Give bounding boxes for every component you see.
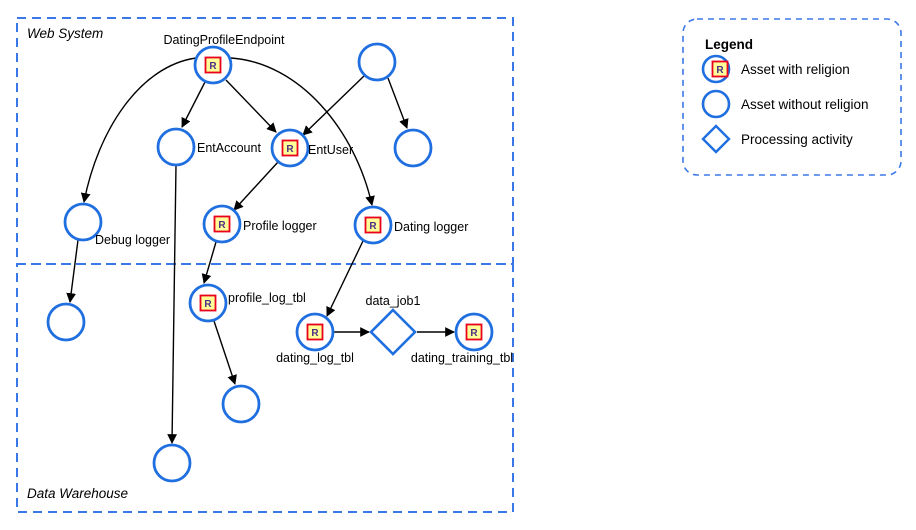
node-label-dating_training_tbl: dating_training_tbl bbox=[411, 351, 513, 365]
legend-item-asset_without_religion: Asset without religion bbox=[701, 89, 869, 119]
circle-icon bbox=[357, 42, 397, 82]
religion-badge-letter: R bbox=[218, 220, 226, 231]
node-label-debug_logger: Debug logger bbox=[95, 233, 170, 247]
diamond-icon bbox=[701, 124, 731, 154]
node-debug_logger[interactable]: Debug logger bbox=[63, 202, 170, 247]
group-data_warehouse: Data Warehouse bbox=[16, 263, 514, 513]
religion-badge-icon bbox=[711, 60, 729, 78]
edge-ent_user-to-profile_logger bbox=[233, 161, 279, 211]
religion-badge-icon bbox=[465, 323, 483, 341]
religion-badge-icon bbox=[306, 323, 324, 341]
edge-dating_profile_endpoint-to-ent_account bbox=[181, 81, 206, 128]
religion-badge-letter: R bbox=[470, 328, 478, 339]
diamond-icon bbox=[369, 308, 417, 356]
node-anon_top_right[interactable] bbox=[357, 42, 397, 82]
node-data_job1[interactable]: data_job1 bbox=[366, 294, 421, 356]
edge-profile_log_tbl-to-anon_dw_mid bbox=[213, 320, 237, 385]
religion-badge-icon bbox=[364, 216, 382, 234]
node-label-dating_profile_endpoint: DatingProfileEndpoint bbox=[164, 33, 285, 47]
group-label-web_system: Web System bbox=[27, 26, 103, 41]
node-ent_account[interactable]: EntAccount bbox=[156, 127, 261, 167]
node-label-profile_log_tbl: profile_log_tbl bbox=[228, 291, 306, 305]
legend-label-asset_with_religion: Asset with religion bbox=[741, 62, 850, 77]
edge-dating_profile_endpoint-to-dating_logger bbox=[230, 57, 375, 206]
circle-icon bbox=[393, 128, 433, 168]
edge-dating_profile_endpoint-to-debug_logger bbox=[80, 57, 197, 203]
religion-badge-letter: R bbox=[311, 328, 319, 339]
node-label-data_job1: data_job1 bbox=[366, 294, 421, 308]
node-label-ent_user: EntUser bbox=[308, 143, 353, 157]
legend-item-processing_activity: Processing activity bbox=[701, 124, 853, 154]
circle-icon bbox=[701, 89, 731, 119]
edge-profile_logger-to-profile_log_tbl bbox=[201, 241, 217, 284]
religion-badge-icon bbox=[281, 139, 299, 157]
legend-label-asset_without_religion: Asset without religion bbox=[741, 97, 869, 112]
node-profile_logger[interactable]: R Profile logger bbox=[202, 204, 317, 244]
node-anon_dw_left[interactable] bbox=[46, 302, 86, 342]
edge-ent_account-to-anon_dw_bottom bbox=[167, 164, 178, 444]
religion-badge-icon bbox=[213, 215, 231, 233]
node-label-ent_account: EntAccount bbox=[197, 141, 261, 155]
religion-badge-letter: R bbox=[204, 299, 212, 310]
node-anon_right_mid[interactable] bbox=[393, 128, 433, 168]
node-anon_dw_mid[interactable] bbox=[221, 384, 261, 424]
edge-dating_logger-to-dating_log_tbl bbox=[326, 240, 364, 317]
edge-debug_logger-to-anon_dw_left bbox=[66, 239, 79, 303]
edge-dating_profile_endpoint-to-ent_user bbox=[225, 79, 277, 133]
religion-badge-letter: R bbox=[369, 221, 377, 232]
religion-badge-letter: R bbox=[209, 61, 217, 72]
legend-label-processing_activity: Processing activity bbox=[741, 132, 853, 147]
edge-anon_top_right-to-anon_right_mid bbox=[387, 77, 409, 129]
node-dating_logger[interactable]: R Dating logger bbox=[353, 205, 468, 245]
group-label-data_warehouse: Data Warehouse bbox=[27, 486, 128, 501]
religion-badge-icon bbox=[199, 294, 217, 312]
circle-icon bbox=[156, 127, 196, 167]
group-boundary-data_warehouse bbox=[16, 263, 514, 513]
node-label-profile_logger: Profile logger bbox=[243, 219, 317, 233]
node-dating_profile_endpoint[interactable]: R DatingProfileEndpoint bbox=[164, 33, 285, 85]
circle-icon bbox=[63, 202, 103, 242]
edges-layer bbox=[66, 57, 455, 444]
node-label-dating_log_tbl: dating_log_tbl bbox=[276, 351, 354, 365]
circle-icon bbox=[221, 384, 261, 424]
legend-item-asset_with_religion: R Asset with religion bbox=[701, 54, 850, 84]
node-anon_dw_bottom[interactable] bbox=[152, 443, 192, 483]
legend-title: Legend bbox=[705, 37, 753, 52]
node-ent_user[interactable]: R EntUser bbox=[270, 128, 353, 168]
edge-anon_top_right-to-ent_user bbox=[302, 75, 365, 136]
religion-badge-letter: R bbox=[286, 144, 294, 155]
node-label-dating_logger: Dating logger bbox=[394, 220, 468, 234]
circle-icon bbox=[46, 302, 86, 342]
religion-badge-icon bbox=[204, 56, 222, 74]
religion-badge-letter: R bbox=[716, 65, 724, 76]
legend-box bbox=[682, 18, 902, 176]
circle-icon bbox=[152, 443, 192, 483]
